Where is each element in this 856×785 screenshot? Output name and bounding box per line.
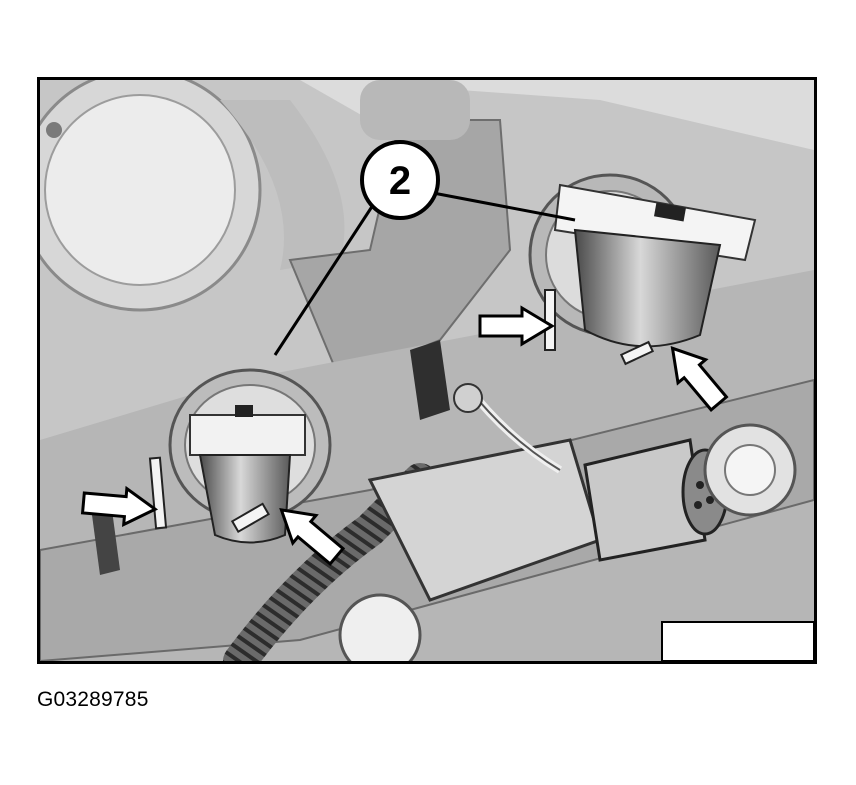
camshaft-sensor-left — [148, 368, 332, 544]
wiring-harness — [223, 383, 602, 661]
push-arrow-icon — [80, 485, 159, 528]
blank-label-box — [661, 621, 814, 661]
electrical-connector — [338, 423, 797, 661]
callout-2 — [273, 140, 576, 356]
push-arrow-icon — [478, 305, 555, 347]
camshaft-sensor-right — [528, 173, 757, 366]
figure-illustration: 2 — [37, 77, 817, 664]
push-arrow-icon — [670, 346, 729, 412]
figure-code: G03289785 — [37, 688, 149, 711]
push-arrow-icon — [279, 508, 346, 566]
callout-number: 2 — [389, 159, 411, 203]
